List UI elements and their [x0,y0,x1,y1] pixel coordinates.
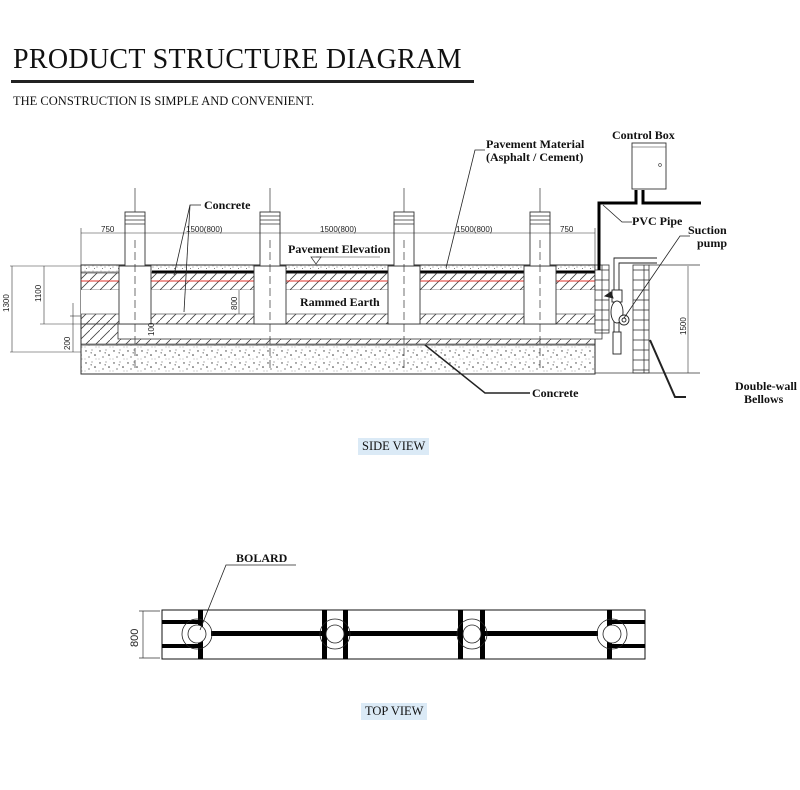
bolard-top-circle [319,618,351,650]
dim-right-margin: 750 [560,225,574,234]
brick-wall-left [594,264,610,334]
dim-spacing-3: 1500(800) [456,225,493,234]
label-bolard: BOLARD [236,551,288,565]
side-view-caption: SIDE VIEW [358,438,430,455]
label-rammed-earth: Rammed Earth [300,295,380,309]
control-box [631,142,667,190]
label-bellows-1: Double-wall [735,379,798,393]
bolard-unit [523,188,557,372]
bolard-top-circle [181,618,213,650]
suction-pump [603,257,657,355]
label-suction-pump-1: Suction [688,223,727,237]
label-pavement-material-1: Pavement Material [486,137,585,151]
page-title: PRODUCT STRUCTURE DIAGRAM [13,44,462,75]
dim-total-depth: 1300 [2,294,11,312]
label-concrete-bottom: Concrete [532,386,579,400]
dim-top-width: 800 [129,629,141,647]
bolard-top-circle [456,618,488,650]
title-underline [11,80,474,83]
dim-left-margin: 750 [101,225,115,234]
top-dimension-line [80,228,596,265]
brick-wall-right [632,264,650,374]
label-pavement-material-2: (Asphalt / Cement) [486,150,583,164]
dim-bolard-depth: 1100 [34,284,43,302]
page-subtitle: THE CONSTRUCTION IS SIMPLE AND CONVENIEN… [13,94,315,108]
footing-strip [117,323,603,340]
concrete-slab-mid [80,313,596,325]
label-suction-pump-2: pump [697,236,727,250]
label-control-box: Control Box [612,128,675,142]
label-bellows-2: Bellows [744,392,784,406]
dim-spacing-1: 1500(800) [186,225,223,234]
bolard-top-circle [596,618,628,650]
dim-base-depth: 200 [63,336,72,350]
top-view-caption: TOP VIEW [361,703,428,720]
cable-trench [211,631,598,636]
dim-footing: 100 [147,322,156,336]
bolard-unit [253,188,287,372]
pvc-pipe [597,190,701,270]
gravel-foundation [80,344,596,375]
bolard-unit [118,188,152,372]
side-view-drawing: 750 1500(800) 1500(800) 1500(800) 750 13… [2,128,798,406]
bolard-unit [387,188,421,372]
dim-well-depth: 1500 [679,317,688,335]
label-concrete-top: Concrete [204,198,251,212]
dim-earth-depth: 800 [230,296,239,310]
label-pvc-pipe: PVC Pipe [632,214,683,228]
label-pavement-elevation: Pavement Elevation [288,242,391,256]
dim-spacing-2: 1500(800) [320,225,357,234]
top-view-drawing: 800 BOLARD [129,551,646,660]
